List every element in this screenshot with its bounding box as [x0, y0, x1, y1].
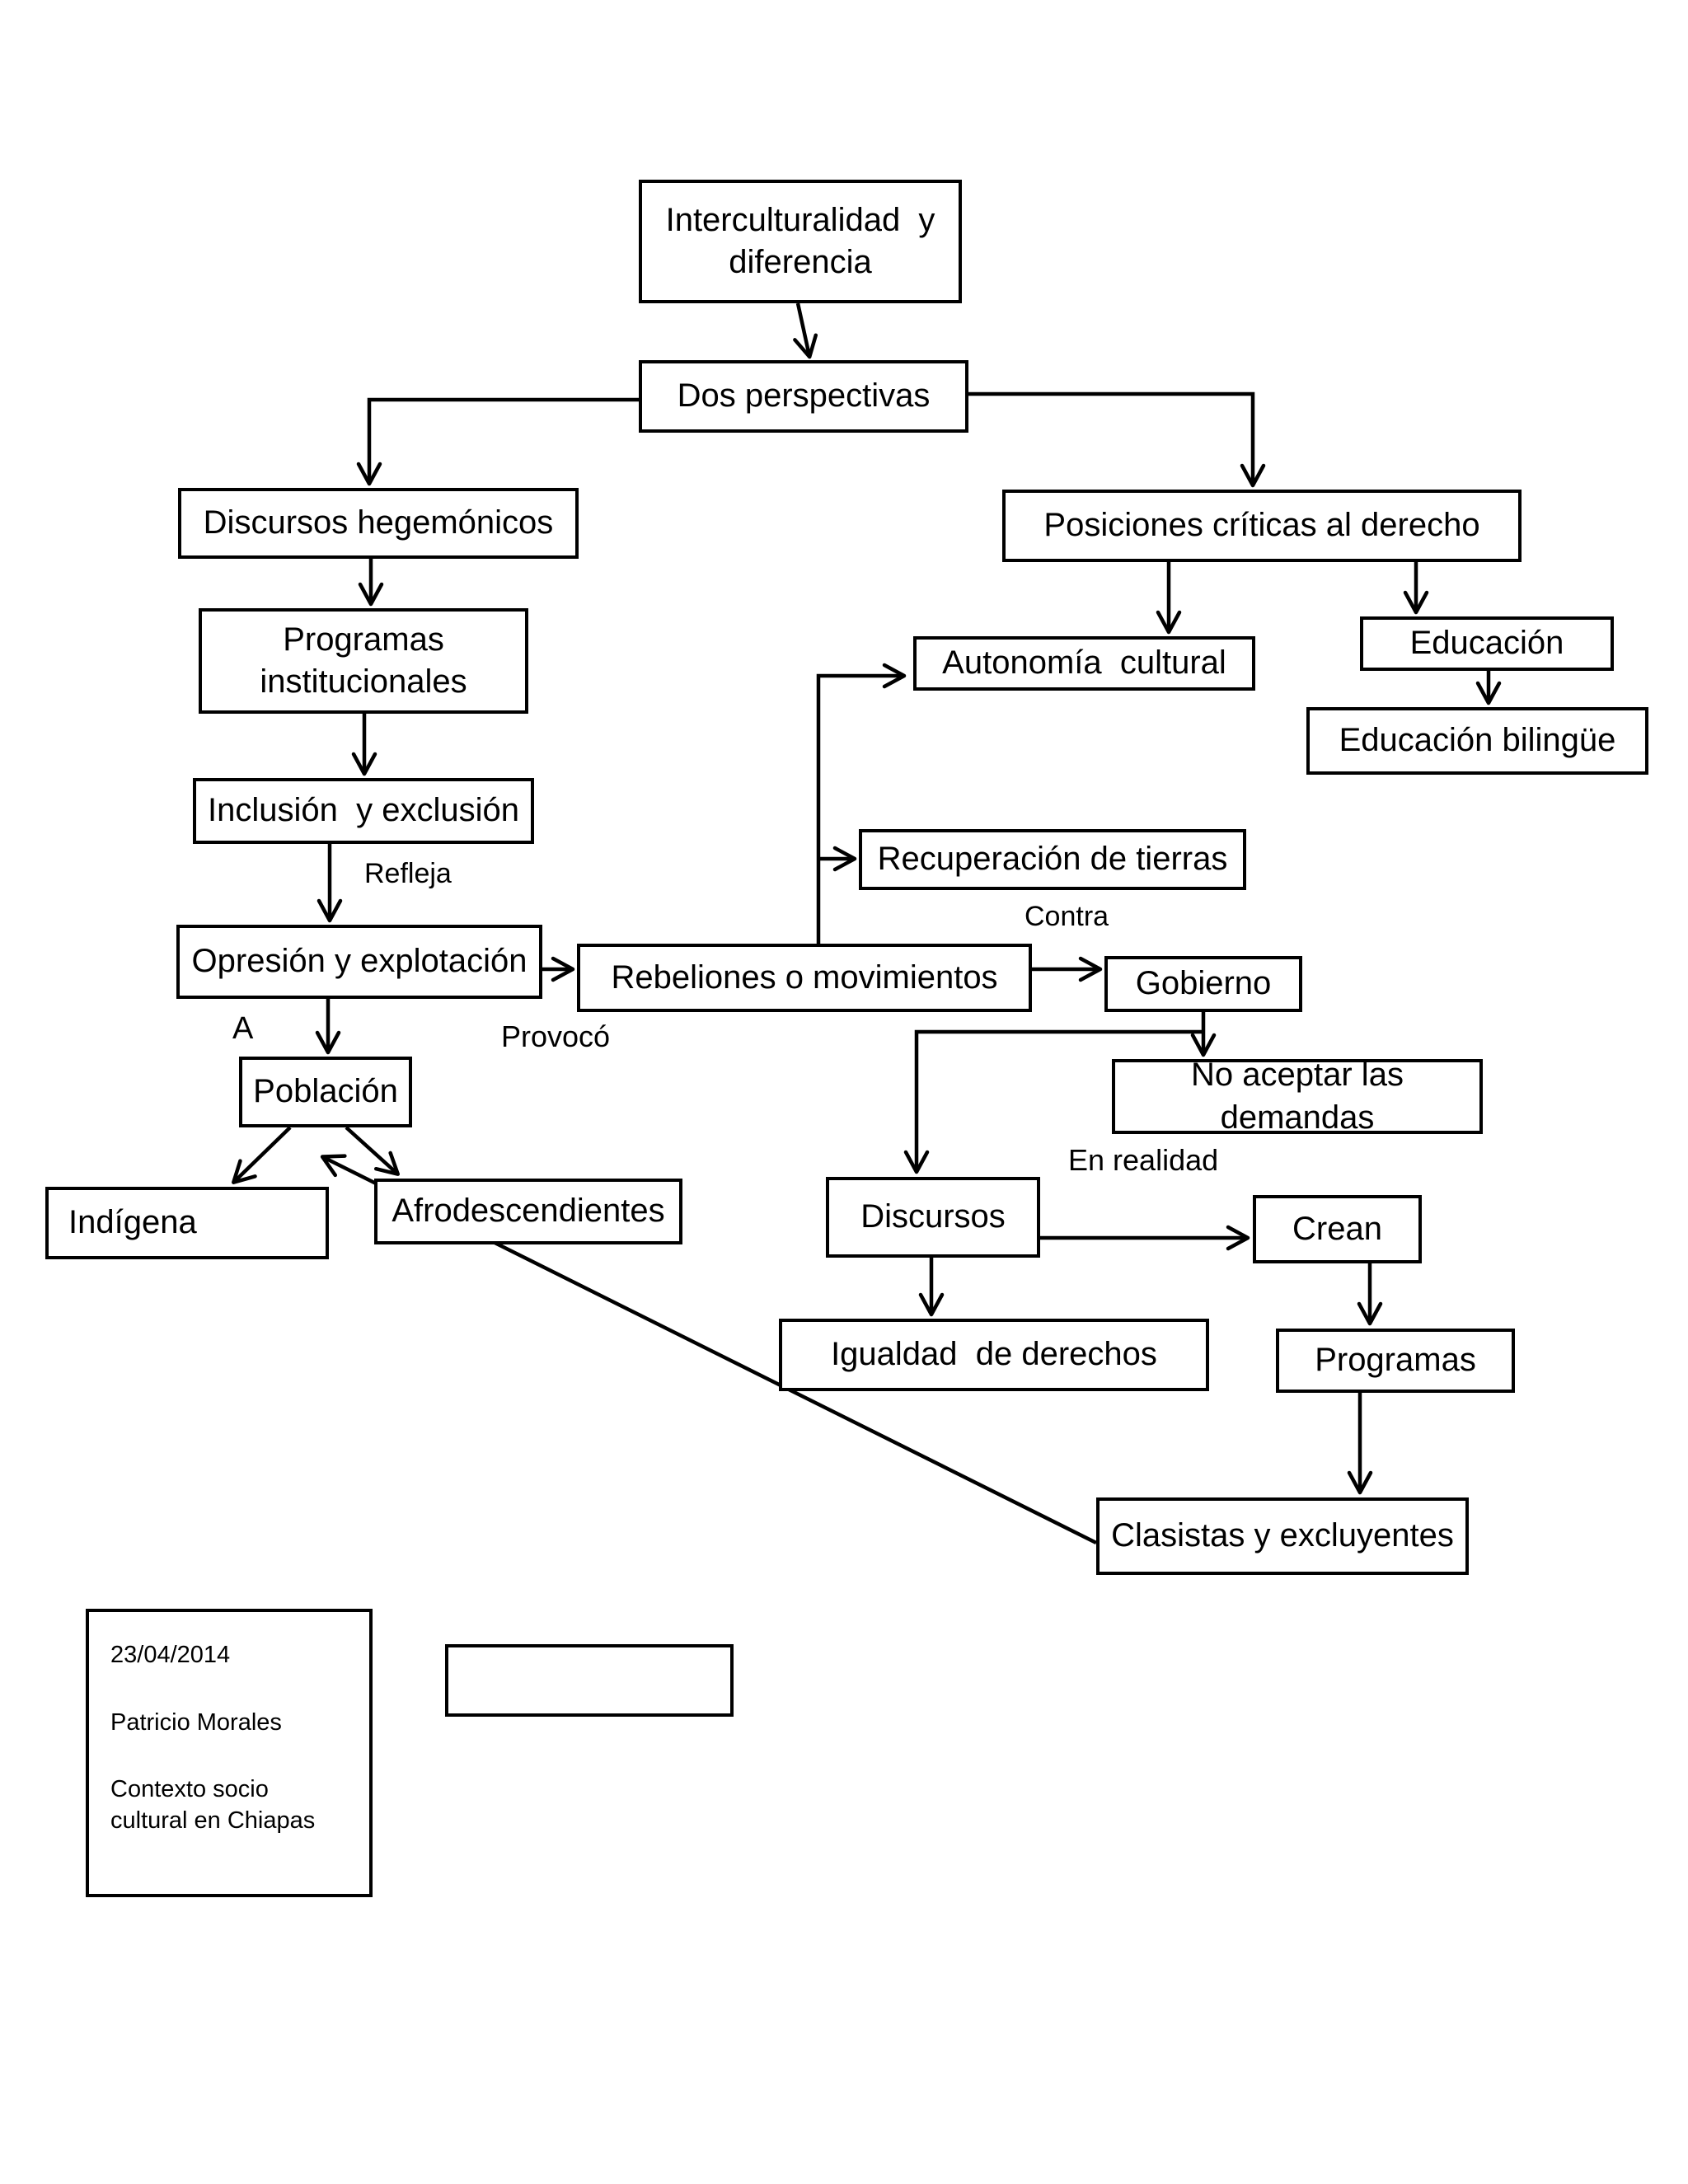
node-gobierno: Gobierno [1104, 956, 1302, 1012]
node-crean: Crean [1253, 1195, 1422, 1263]
node-recuperacion-tierras: Recuperación de tierras [859, 829, 1246, 890]
node-poblacion: Población [239, 1057, 412, 1127]
edge-poblacion-to-indigena [232, 1126, 292, 1184]
node-discursos: Discursos [826, 1177, 1040, 1258]
node-indigena: Indígena [45, 1187, 329, 1259]
node-programas-institucionales: Programas institucionales [199, 608, 528, 714]
node-inclusion-exclusion: Inclusión y exclusión [193, 778, 534, 844]
node-educacion-bilingue: Educación bilingüe [1306, 707, 1648, 775]
node-empty-box [445, 1644, 734, 1717]
edge-gobierno-to-discursos [903, 1029, 1203, 1174]
node-afrodescendientes: Afrodescendientes [374, 1179, 682, 1244]
connector-label-refleja: Refleja [364, 858, 452, 889]
note-date: 23/04/2014 [110, 1642, 231, 1668]
node-no-aceptar-demandas: No aceptar las demandas [1112, 1057, 1483, 1136]
node-autonomia-cultural: Autonomía cultural [913, 636, 1255, 691]
connector-label-provoco: Provocó [501, 1019, 611, 1053]
edge-interculturalidad-to-dos-perspectivas [793, 302, 818, 359]
edge-rebeliones-movimientos-to-autonomia-cultural [816, 663, 907, 944]
node-clasistas-excluyentes: Clasistas y excluyentes [1096, 1497, 1469, 1575]
node-dos-perspectivas: Dos perspectivas [639, 360, 968, 433]
note-author: Patricio Morales [110, 1708, 282, 1736]
node-educacion: Educación [1360, 616, 1614, 671]
edge-dos-perspectivas-to-posiciones-criticas [968, 391, 1266, 488]
node-interculturalidad: Interculturalidad y diferencia [639, 180, 962, 303]
connector-label-en-realidad: En realidad [1068, 1143, 1219, 1177]
note-subject: Contexto socio cultural en Chiapas [110, 1776, 316, 1835]
node-posiciones-criticas: Posiciones críticas al derecho [1002, 490, 1522, 562]
node-opresion-explotacion: Opresión y explotación [176, 925, 542, 999]
node-programas: Programas [1276, 1329, 1515, 1393]
node-igualdad-derechos: Igualdad de derechos [779, 1319, 1209, 1391]
edge-poblacion-to-afrodescendientes [345, 1126, 400, 1176]
note-box: 23/04/2014 Patricio Morales Contexto soc… [86, 1609, 373, 1897]
node-discursos-hegemonicos: Discursos hegemónicos [178, 488, 579, 559]
edge-dos-perspectivas-to-discursos-hegemonicos [356, 397, 639, 486]
connector-label-contra: Contra [1025, 901, 1109, 932]
connector-label-a-connector: A [232, 1011, 254, 1046]
node-rebeliones-movimientos: Rebeliones o movimientos [577, 944, 1032, 1012]
